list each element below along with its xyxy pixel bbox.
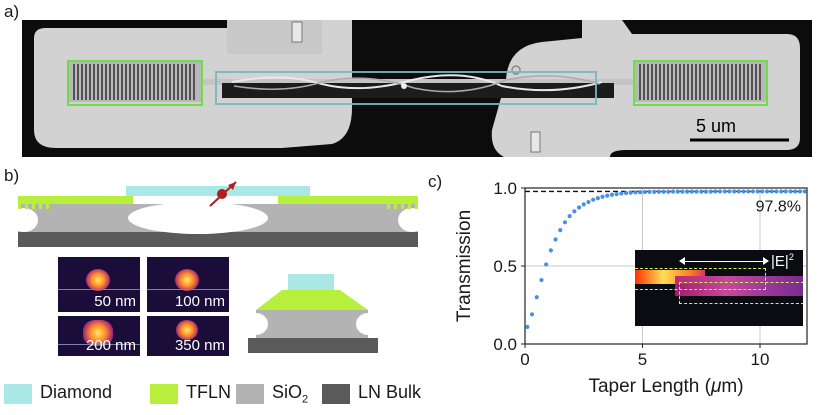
legend-swatch-diamond [4, 384, 32, 404]
data-point [591, 197, 596, 202]
data-point [793, 189, 798, 194]
data-point [732, 189, 737, 194]
data-point [764, 189, 770, 194]
data-point [539, 277, 544, 283]
data-point [623, 190, 629, 196]
data-point [685, 189, 690, 194]
panel-a-label: a) [4, 2, 20, 21]
panel-c-label: c) [428, 172, 443, 191]
data-point [675, 189, 680, 194]
data-point [548, 248, 553, 253]
data-point [713, 189, 718, 194]
data-point [708, 189, 713, 194]
data-point [576, 205, 582, 210]
data-point [628, 190, 633, 195]
data-point [544, 262, 549, 267]
data-point [661, 189, 666, 194]
data-point [558, 228, 563, 233]
legend: Diamond TFLN SiO2 LN Bulk [4, 382, 424, 408]
data-point [788, 189, 793, 194]
legend-swatch-tfln [150, 384, 178, 404]
x-tick-label: 0 [520, 350, 529, 369]
taper-field-inset: |E|2 [635, 250, 803, 326]
data-point [666, 189, 671, 194]
data-point [534, 295, 539, 300]
legend-label-tfln: TFLN [186, 382, 231, 402]
mode-label-50nm: 50 nm [94, 293, 136, 310]
waveguide-cross-section-diagram [248, 274, 378, 353]
data-point [779, 189, 784, 194]
data-point [769, 189, 774, 194]
legend-swatch-ln-bulk [322, 384, 350, 404]
data-point [703, 189, 709, 194]
sem-micrograph [22, 20, 812, 157]
legend-label-diamond: Diamond [40, 382, 113, 402]
mode-profile-50nm: 50 nm [58, 257, 140, 312]
data-point [746, 189, 751, 194]
data-point [642, 189, 647, 195]
data-point [774, 189, 779, 194]
mode-profile-200nm: 200 nm [58, 316, 140, 356]
x-axis-title: Taper Length (μm) [588, 376, 743, 397]
data-point [760, 189, 765, 194]
x-tick-label: 10 [751, 350, 770, 369]
data-point [741, 189, 746, 194]
legend-label-sio2: SiO2 [272, 382, 309, 406]
scale-bar-label: 5 um [696, 116, 737, 136]
data-point [553, 237, 558, 242]
data-point [567, 213, 572, 219]
data-point [529, 312, 535, 317]
legend-label-ln-bulk: LN Bulk [358, 382, 422, 402]
data-point [689, 189, 694, 194]
data-point [727, 189, 732, 194]
data-point [797, 189, 803, 194]
annotation-label: 97.8% [756, 198, 801, 215]
data-point [736, 189, 741, 194]
data-point [619, 191, 624, 196]
inset-field-label: |E|2 [771, 252, 794, 270]
mode-label-350nm: 350 nm [174, 337, 225, 354]
data-point [614, 191, 619, 197]
data-point [595, 196, 600, 201]
legend-swatch-sio2 [236, 384, 264, 404]
data-point [581, 202, 586, 207]
data-point [652, 189, 657, 194]
mode-profile-100nm: 100 nm [147, 257, 229, 312]
data-point [750, 189, 756, 194]
data-point [572, 209, 577, 214]
data-point [647, 189, 652, 194]
y-tick-label: 0.0 [493, 335, 517, 354]
y-tick-label: 0.5 [493, 257, 517, 276]
data-point [656, 189, 662, 194]
data-point [605, 193, 610, 198]
data-point [525, 324, 530, 329]
data-point [680, 189, 685, 194]
data-point [783, 189, 788, 194]
data-point [600, 194, 605, 199]
device-cross-section-diagram [18, 181, 418, 247]
data-point [755, 189, 760, 194]
y-axis-title: Transmission [454, 210, 475, 322]
data-point [562, 220, 568, 225]
transmission-chart: 0 5 10 0.0 0.5 1.0 97.8% Taper Length (μm) Trans… [454, 179, 808, 397]
data-point [802, 189, 807, 194]
data-point [717, 189, 723, 194]
x-tick-label: 5 [638, 350, 647, 369]
mode-label-100nm: 100 nm [174, 293, 225, 310]
mode-profile-350nm: 350 nm [147, 316, 229, 356]
mode-label-200nm: 200 nm [85, 337, 136, 354]
data-point [670, 189, 676, 194]
data-point [609, 192, 615, 197]
data-point [586, 199, 591, 205]
data-point [699, 189, 704, 194]
y-tick-label: 1.0 [493, 179, 517, 198]
data-point [722, 189, 727, 194]
panel-b-label: b) [4, 166, 20, 185]
data-point [638, 190, 643, 195]
data-point [694, 189, 699, 194]
data-point [633, 190, 638, 195]
